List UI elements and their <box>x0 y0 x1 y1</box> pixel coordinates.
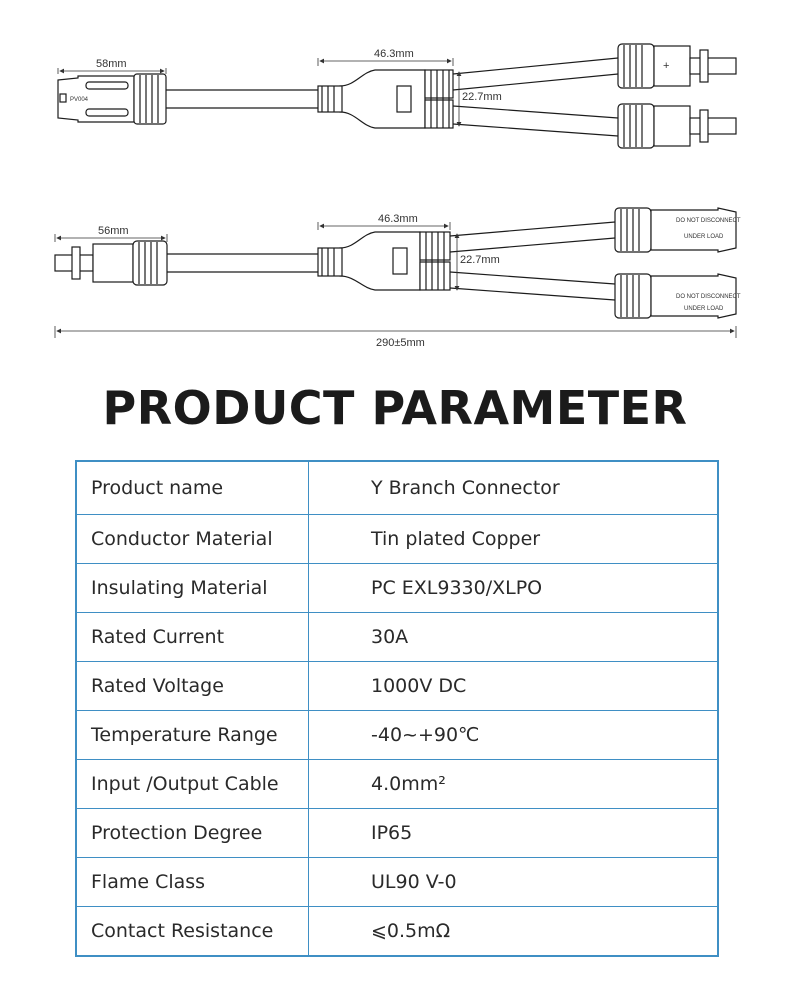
top-assembly <box>57 43 737 149</box>
bottom-assembly <box>54 207 737 319</box>
bottom-male-body <box>92 243 134 283</box>
top-body-dimension: 46.3mm <box>374 48 414 60</box>
table-row: Temperature Range -40~+90℃ <box>77 710 717 759</box>
top-gap-dimension: 22.7mm <box>462 91 502 103</box>
param-value: IP65 <box>371 822 413 844</box>
top-model-text: PV004 <box>70 97 89 103</box>
table-row: Insulating Material PC EXL9330/XLPO <box>77 563 717 612</box>
top-length-dimension: 58mm <box>96 58 127 70</box>
param-label: Conductor Material <box>77 515 309 563</box>
param-label: Temperature Range <box>77 711 309 759</box>
connector-diagram: PV004 + 58mm 46.3mm 22.7mm <box>0 0 790 360</box>
param-value: 1000V DC <box>371 675 467 697</box>
table-row: Protection Degree IP65 <box>77 808 717 857</box>
param-value: UL90 V-0 <box>371 871 457 893</box>
lower-warning-text-2: UNDER LOAD <box>684 306 724 312</box>
table-row: Rated Voltage 1000V DC <box>77 661 717 710</box>
total-length-dimension: 290±5mm <box>376 337 425 349</box>
param-value: 30A <box>371 626 409 648</box>
table-row: Contact Resistance ⩽0.5mΩ <box>77 906 717 955</box>
param-label: Rated Voltage <box>77 662 309 710</box>
connector-drawing: PV004 + 58mm 46.3mm 22.7mm <box>54 43 741 349</box>
lower-warning-text-1: DO NOT DISCONNECT <box>676 294 741 300</box>
param-label: Flame Class <box>77 858 309 906</box>
top-plus-sign: + <box>663 60 669 72</box>
table-row: Input /Output Cable 4.0mm² <box>77 759 717 808</box>
param-value: Y Branch Connector <box>371 477 560 499</box>
bottom-length-dimension: 56mm <box>98 225 129 237</box>
param-label: Product name <box>77 462 309 514</box>
param-value: -40~+90℃ <box>371 724 480 746</box>
param-value: Tin plated Copper <box>371 528 541 550</box>
param-value: PC EXL9330/XLPO <box>371 577 543 599</box>
parameter-table: Product name Y Branch Connector Conducto… <box>75 460 719 957</box>
param-value: 4.0mm² <box>371 773 446 795</box>
bottom-body-dimension: 46.3mm <box>378 213 418 225</box>
table-row: Conductor Material Tin plated Copper <box>77 514 717 563</box>
param-label: Input /Output Cable <box>77 760 309 808</box>
param-label: Contact Resistance <box>77 907 309 955</box>
table-row: Rated Current 30A <box>77 612 717 661</box>
page-title: PRODUCT PARAMETER <box>102 381 688 435</box>
param-label: Rated Current <box>77 613 309 661</box>
upper-warning-text-2: UNDER LOAD <box>684 234 724 240</box>
bottom-gap-dimension: 22.7mm <box>460 254 500 266</box>
param-label: Protection Degree <box>77 809 309 857</box>
upper-warning-text-1: DO NOT DISCONNECT <box>676 218 741 224</box>
table-row: Product name Y Branch Connector <box>77 462 717 514</box>
table-row: Flame Class UL90 V-0 <box>77 857 717 906</box>
param-value: ⩽0.5mΩ <box>371 920 451 942</box>
top-y-body <box>339 69 426 129</box>
top-female-nut <box>133 73 167 125</box>
bottom-y-body <box>339 231 421 291</box>
param-label: Insulating Material <box>77 564 309 612</box>
